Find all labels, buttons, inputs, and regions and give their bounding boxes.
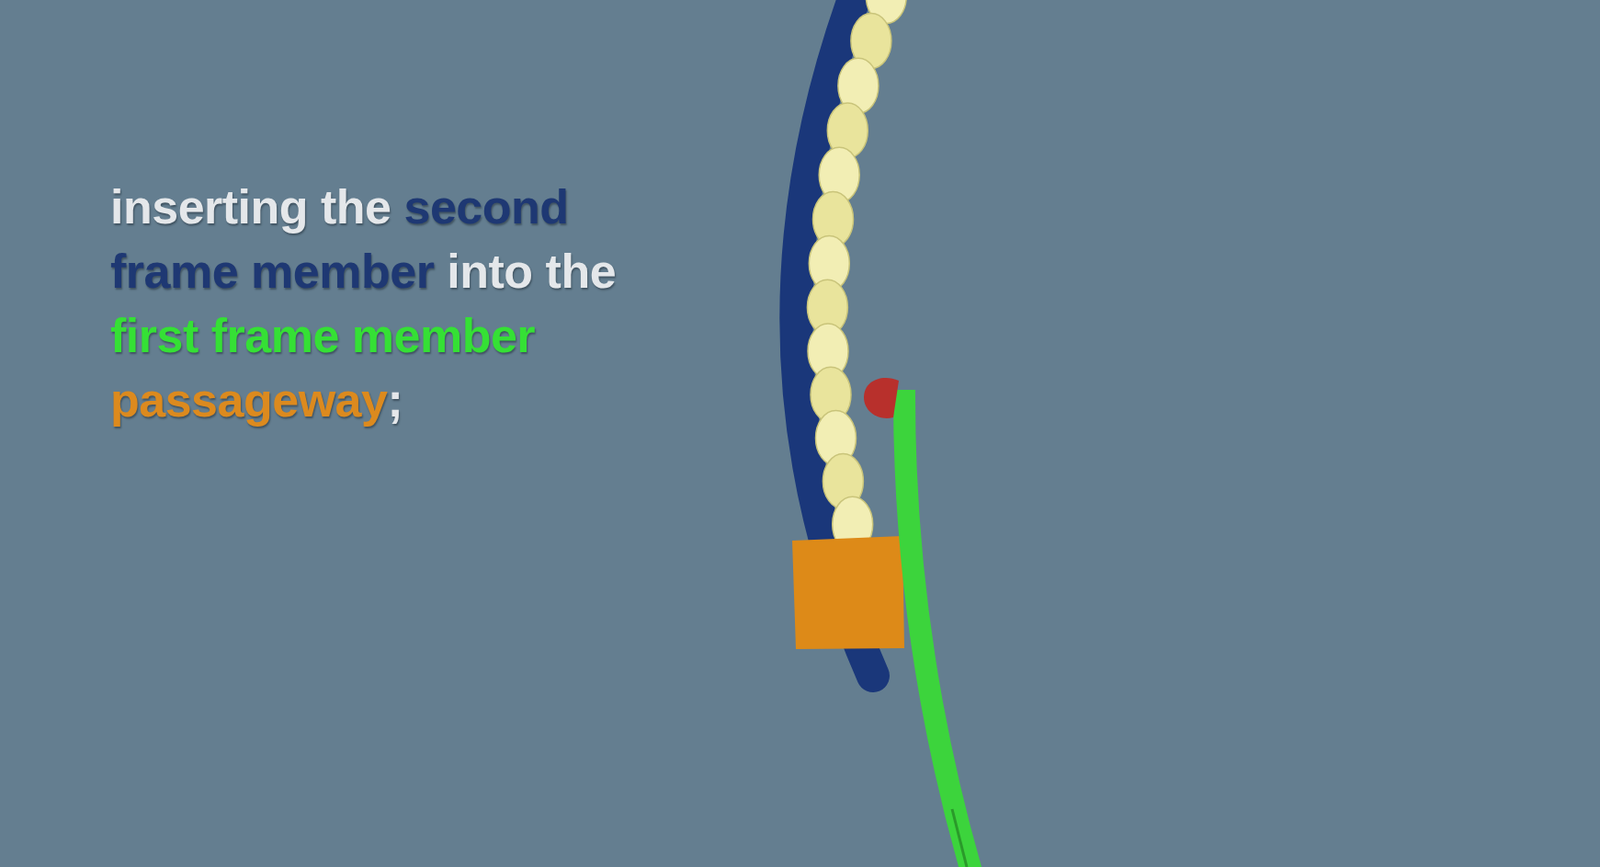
caption-text: ; [386, 373, 403, 427]
part-name: passageway [110, 373, 387, 427]
part-name: first frame member [110, 308, 535, 363]
coil-wrap [806, 0, 907, 552]
caption-text: into the [446, 244, 616, 298]
frame-slot [952, 808, 967, 867]
passageway [792, 535, 905, 649]
first-frame-member [904, 389, 976, 867]
step-caption: inserting the second frame member into t… [110, 174, 708, 432]
frame-tip [863, 377, 899, 419]
caption-text: inserting the [110, 180, 392, 234]
